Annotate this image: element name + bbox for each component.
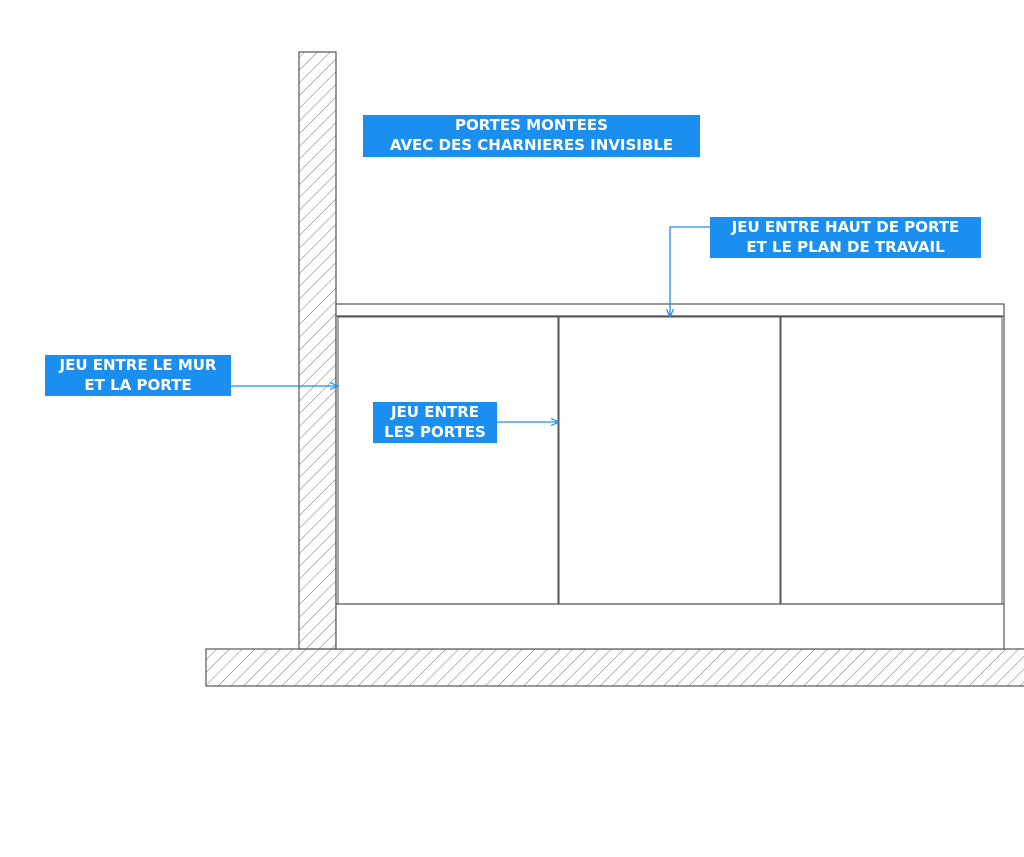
top-gap-label: JEU ENTRE HAUT DE PORTE ET LE PLAN DE TR… xyxy=(710,217,981,258)
title-label: PORTES MONTEES AVEC DES CHARNIERES INVIS… xyxy=(363,115,700,157)
door-gap-line-1: JEU ENTRE xyxy=(390,403,480,421)
cabinet-body xyxy=(335,315,1005,650)
title-line-2: AVEC DES CHARNIERES INVISIBLE xyxy=(389,136,674,154)
top-gap-arrow xyxy=(670,226,710,316)
wall-section xyxy=(298,51,337,650)
door-gap-label: JEU ENTRE LES PORTES xyxy=(373,402,497,443)
top-gap-line-1: JEU ENTRE HAUT DE PORTE xyxy=(731,218,960,236)
wall-gap-line-1: JEU ENTRE LE MUR xyxy=(59,356,217,374)
door-right xyxy=(780,316,1003,605)
top-gap-line-2: ET LE PLAN DE TRAVAIL xyxy=(746,238,945,256)
wall-gap-line-2: ET LA PORTE xyxy=(84,376,192,394)
wall-gap-label: JEU ENTRE LE MUR ET LA PORTE xyxy=(45,355,231,396)
door-left xyxy=(337,316,559,605)
floor-section xyxy=(205,648,1024,687)
door-middle xyxy=(558,316,781,605)
door-gap-line-2: LES PORTES xyxy=(384,423,486,441)
title-line-1: PORTES MONTEES xyxy=(455,116,608,134)
